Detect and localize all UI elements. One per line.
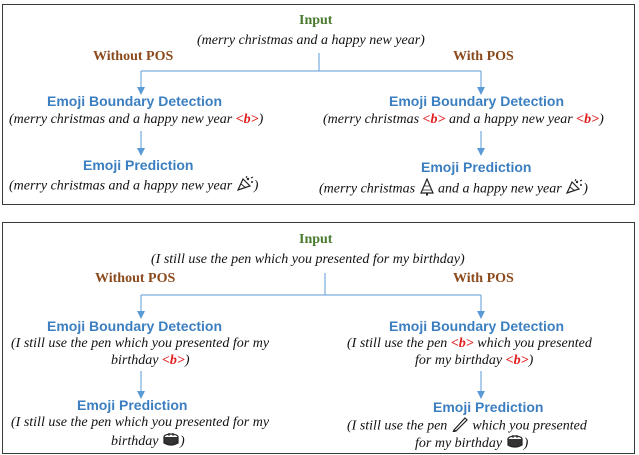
boundary-tag: <b> — [161, 353, 185, 368]
right-prediction-line1: (I still use the pen which you presented — [347, 416, 587, 437]
boundary-tag: <b> — [235, 112, 259, 127]
input-title: Input — [299, 13, 333, 28]
boundary-tag: <b> — [422, 112, 446, 127]
right-prediction-line2: for my birthday ) — [415, 434, 528, 454]
right-boundary-line1: (I still use the pen <b> which you prese… — [347, 336, 592, 351]
cake-icon — [506, 434, 524, 454]
left-boundary-line1: (I still use the pen which you presented… — [11, 336, 270, 351]
connector-lines — [137, 273, 485, 399]
left-prediction-title: Emoji Prediction — [77, 397, 188, 413]
cake-icon — [162, 432, 180, 452]
right-boundary-title: Emoji Boundary Detection — [389, 318, 565, 334]
example-panel-birthday: Input (I still use the pen which you pre… — [2, 222, 635, 454]
with-pos-label: With POS — [453, 49, 514, 64]
example-panel-christmas: Input (merry christmas and a happy new y… — [2, 4, 635, 205]
party-popper-icon — [236, 175, 254, 197]
christmas-tree-icon — [419, 177, 435, 201]
with-pos-label: With POS — [453, 271, 514, 286]
left-prediction-line1: (I still use the pen which you presented… — [11, 415, 270, 430]
boundary-tag: <b> — [576, 112, 600, 127]
pen-icon — [451, 416, 469, 437]
right-prediction-title: Emoji Prediction — [433, 399, 544, 415]
left-boundary-sentence: (merry christmas and a happy new year <b… — [9, 112, 264, 127]
right-boundary-title: Emoji Boundary Detection — [389, 93, 565, 109]
left-boundary-line2: birthday <b>) — [111, 353, 190, 368]
right-boundary-line2: for my birthday <b>) — [415, 353, 534, 368]
without-pos-label: Without POS — [95, 271, 176, 286]
boundary-tag: <b> — [450, 336, 474, 351]
left-prediction-sentence: (merry christmas and a happy new year ) — [9, 175, 258, 197]
left-prediction-title: Emoji Prediction — [83, 157, 194, 173]
without-pos-label: Without POS — [93, 49, 174, 64]
right-prediction-sentence: (merry christmas and a happy new year ) — [319, 177, 588, 201]
left-prediction-line2: birthday ) — [111, 432, 185, 452]
right-boundary-sentence: (merry christmas <b> and a happy new yea… — [323, 112, 604, 127]
right-prediction-title: Emoji Prediction — [421, 159, 532, 175]
boundary-tag: <b> — [505, 353, 529, 368]
input-sentence: (I still use the pen which you presented… — [151, 252, 465, 267]
party-popper-icon — [565, 178, 583, 200]
left-boundary-title: Emoji Boundary Detection — [47, 93, 223, 109]
input-sentence: (merry christmas and a happy new year) — [197, 33, 425, 48]
left-boundary-title: Emoji Boundary Detection — [47, 318, 223, 334]
input-title: Input — [299, 232, 333, 247]
connector-lines — [137, 53, 485, 156]
